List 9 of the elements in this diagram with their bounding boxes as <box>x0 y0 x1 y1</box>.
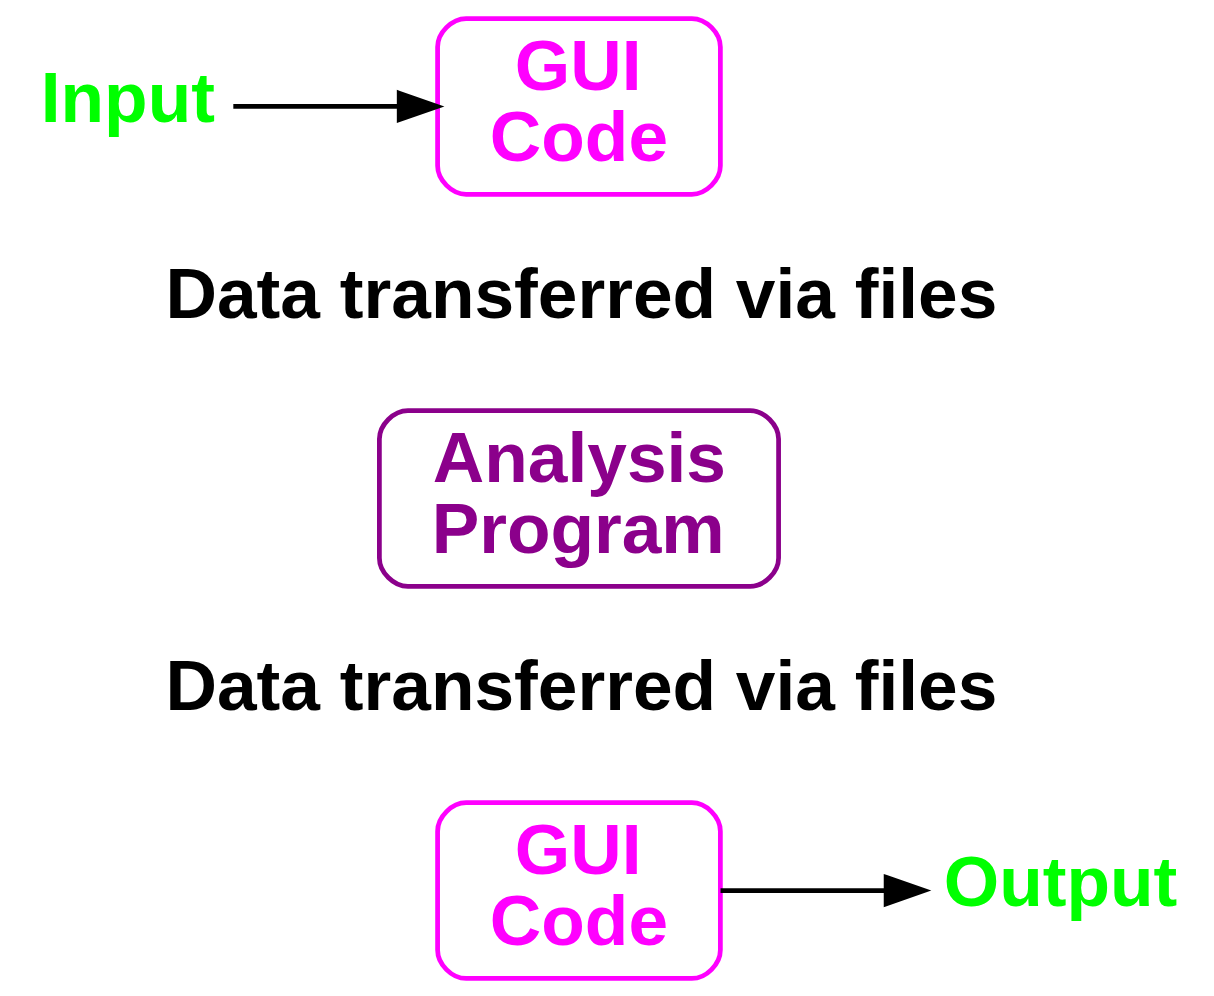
arrow <box>232 89 444 123</box>
label: Data transferred via files <box>165 252 997 333</box>
label: Data transferred via files <box>165 644 997 725</box>
arrow <box>720 873 931 907</box>
node-box: GUI Code <box>434 799 723 981</box>
node-text: Output <box>943 840 1177 921</box>
node-box: GUI Code <box>434 15 723 197</box>
node-text: Input <box>40 56 215 137</box>
node-box: Analysis Program <box>376 407 781 589</box>
